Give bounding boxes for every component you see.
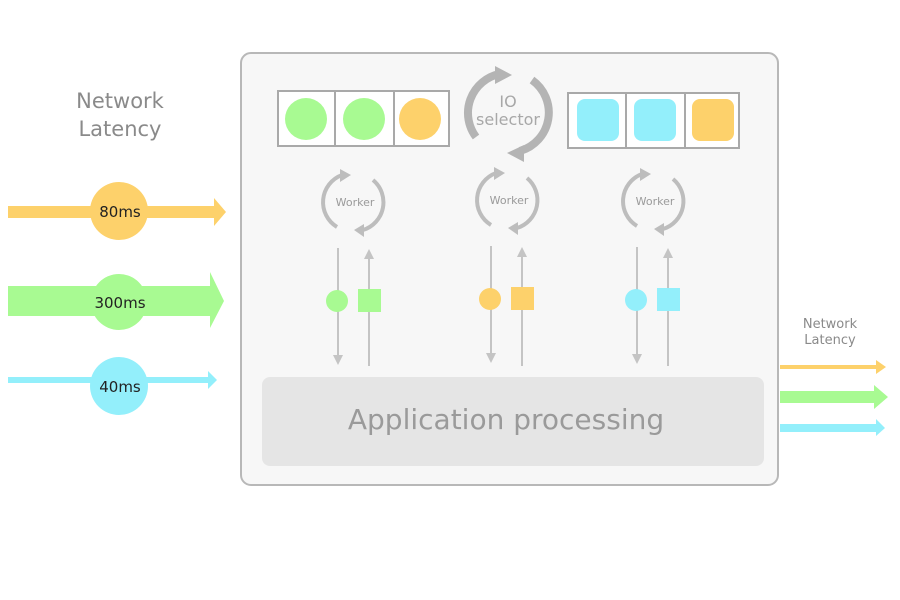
queue-item-yellow	[692, 99, 734, 141]
left-queue	[277, 90, 450, 147]
request-yellow	[479, 288, 501, 310]
queue-item-cyan	[577, 99, 619, 141]
io-selector-label-line1: IO	[499, 92, 516, 111]
io-selector: IO selector	[463, 66, 553, 162]
incoming-flow-300ms: 300ms	[8, 272, 224, 330]
worker-cycle-icon	[621, 168, 686, 236]
queue-item-cyan	[634, 99, 676, 141]
left-network-latency-label-line1: Network	[76, 89, 165, 113]
latency-badge-cyan	[90, 357, 148, 415]
worker-lane-1	[326, 248, 381, 366]
response-green	[358, 289, 381, 312]
worker-2: Worker	[475, 167, 540, 235]
io-selector-label-line2: selector	[476, 110, 540, 129]
latency-label-40ms: 40ms	[99, 378, 141, 396]
queue-item-green	[285, 98, 327, 140]
latency-badge-yellow	[90, 182, 148, 240]
worker-lane-3	[625, 247, 680, 366]
outgoing-arrow-cyan	[780, 419, 885, 436]
outgoing-arrow-yellow	[780, 360, 886, 374]
left-network-latency-label-line2: Latency	[78, 117, 161, 141]
incoming-flow-40ms: 40ms	[8, 357, 217, 415]
queue-item-yellow	[399, 98, 441, 140]
io-selector-cycle-icon	[463, 66, 553, 162]
right-network-latency-label-line1: Network	[803, 317, 858, 332]
response-yellow	[511, 287, 534, 310]
worker-label: Worker	[636, 195, 675, 208]
worker-label: Worker	[490, 194, 529, 207]
right-network-latency-label-line2: Latency	[804, 333, 856, 348]
worker-3: Worker	[621, 168, 686, 236]
worker-label: Worker	[336, 196, 375, 209]
application-processing-label: Application processing	[348, 403, 664, 436]
latency-label-80ms: 80ms	[99, 203, 141, 221]
request-green	[326, 290, 348, 312]
response-cyan	[657, 288, 680, 311]
worker-lane-2	[479, 246, 534, 366]
worker-cycle-icon	[321, 169, 386, 237]
worker-cycle-icon	[475, 167, 540, 235]
application-processing-box	[262, 377, 764, 466]
request-cyan	[625, 289, 647, 311]
latency-label-300ms: 300ms	[94, 294, 145, 312]
outgoing-arrow-green	[780, 385, 888, 409]
queue-item-green	[343, 98, 385, 140]
incoming-flow-80ms: 80ms	[8, 182, 226, 240]
worker-1: Worker	[321, 169, 386, 237]
right-queue	[567, 92, 740, 149]
latency-badge-green	[91, 274, 147, 330]
